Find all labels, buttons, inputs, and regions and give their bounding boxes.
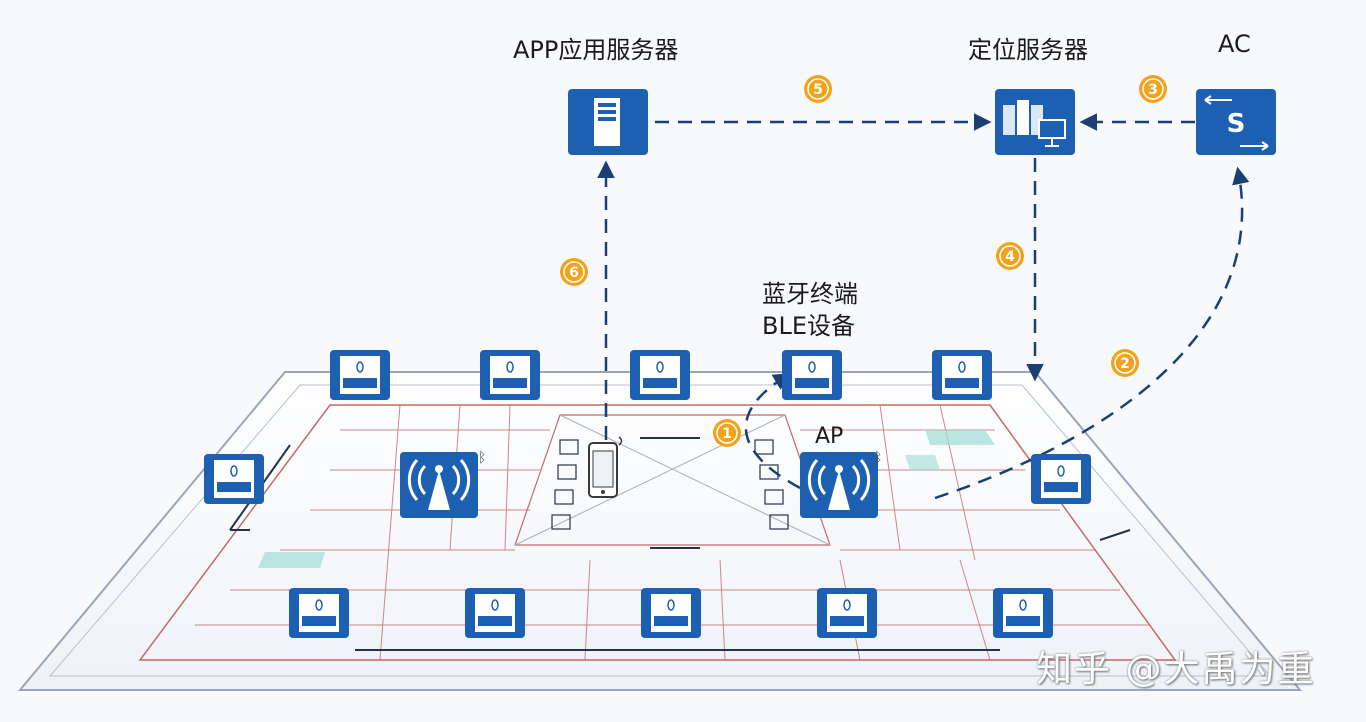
step-number: 5 (813, 82, 823, 98)
step-marker-5: 5 (804, 75, 832, 103)
location-server-icon (995, 89, 1075, 155)
step-markers: 1 2 3 4 5 6 (560, 75, 1167, 447)
svg-text:ᛒ: ᛒ (478, 450, 486, 466)
phone-icon (588, 436, 623, 498)
ble-beacon-icon (782, 350, 842, 400)
app-server-label: APP应用服务器 (513, 36, 679, 64)
ble-beacon-icon (204, 454, 264, 504)
ble-terminal-label-line2: BLE设备 (762, 312, 855, 340)
location-server-label: 定位服务器 (968, 36, 1088, 64)
ble-beacon-icon (465, 588, 525, 638)
ble-beacon-icon (641, 588, 701, 638)
step-number: 3 (1148, 82, 1158, 98)
ble-beacon-icon (1031, 454, 1091, 504)
ac-switch-icon: S (1196, 89, 1276, 155)
step-marker-3: 3 (1139, 75, 1167, 103)
ap-to-ac-line (934, 166, 1250, 500)
step-marker-6: 6 (560, 258, 588, 286)
ble-beacon-icon (630, 350, 690, 400)
connection-lines (597, 113, 1250, 500)
ble-beacons (204, 350, 1091, 638)
ble-beacon-icon (993, 588, 1053, 638)
svg-text:S: S (1227, 109, 1246, 139)
ble-beacon-icon (480, 350, 540, 400)
ac-label: AC (1218, 30, 1251, 58)
step-number: 2 (1120, 356, 1130, 372)
app-server-icon (568, 89, 648, 155)
ble-beacon-icon (330, 350, 390, 400)
step-marker-4: 4 (996, 242, 1024, 270)
step-number: 6 (569, 265, 579, 281)
wifi-ap-icon-left: ᛒ (400, 450, 486, 518)
ble-beacon-icon (289, 588, 349, 638)
ble-terminal-label-line1: 蓝牙终端 (762, 280, 858, 308)
step-marker-2: 2 (1111, 349, 1139, 377)
wifi-ap-icon-right: ᛒ (800, 450, 882, 518)
svg-text:ᛒ: ᛒ (874, 450, 882, 466)
ble-to-ap-line (744, 373, 801, 490)
step-number: 4 (1005, 249, 1015, 265)
ap-label: AP (815, 424, 844, 449)
ble-beacon-icon (932, 350, 992, 400)
ble-beacon-icon (817, 588, 877, 638)
watermark: 知乎 @大禹为重 (1036, 649, 1316, 690)
step-number: 1 (722, 426, 732, 442)
step-marker-1: 1 (713, 419, 741, 447)
